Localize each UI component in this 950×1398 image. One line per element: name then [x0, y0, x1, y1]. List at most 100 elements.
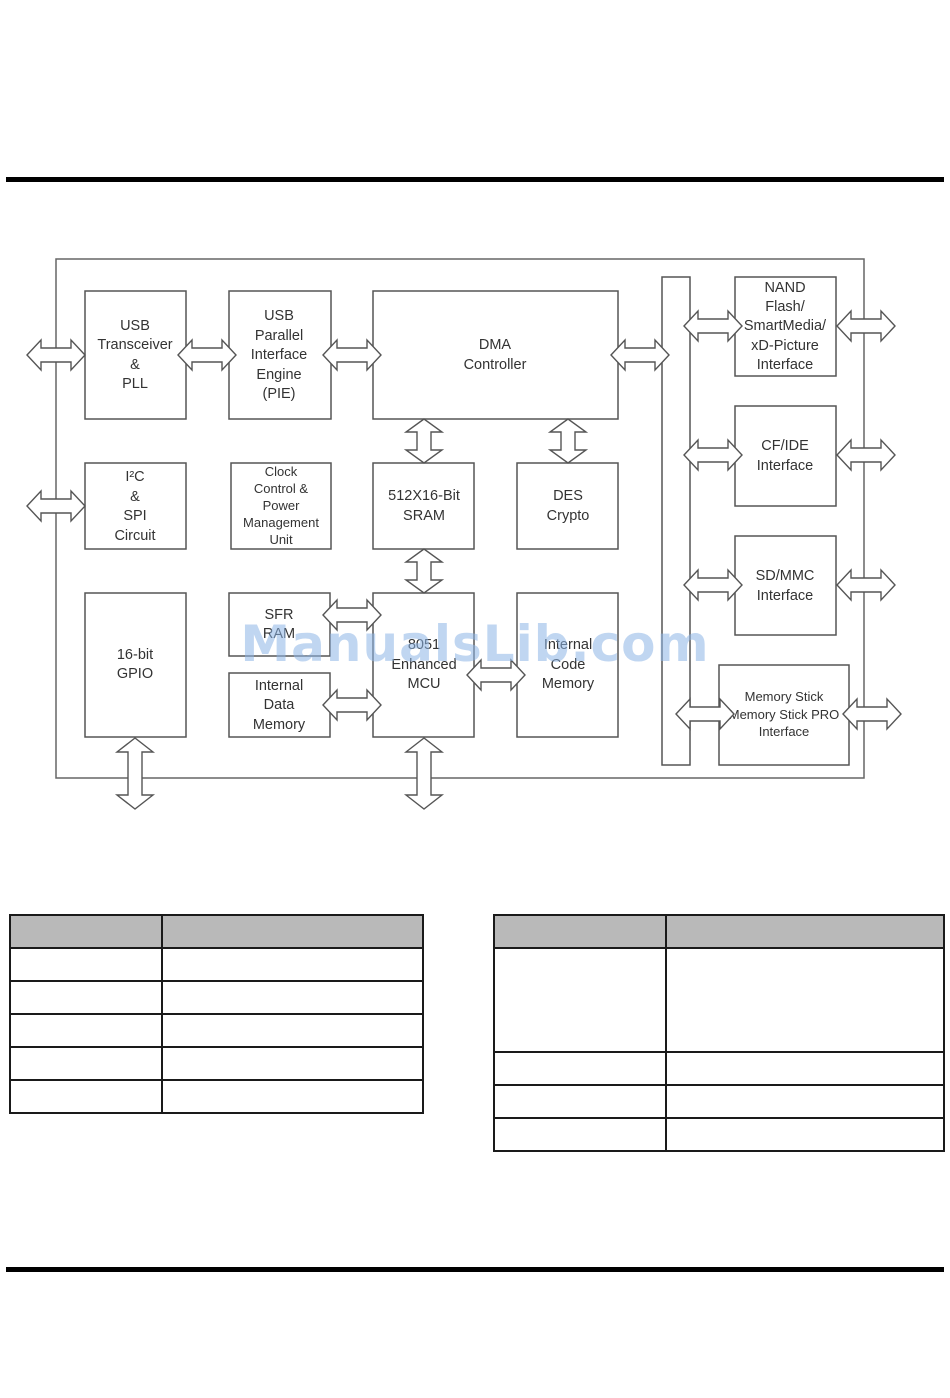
block-text: Engine	[256, 367, 301, 383]
table-row	[9, 980, 424, 1015]
table-row	[9, 947, 424, 982]
block-text: Parallel	[255, 328, 303, 344]
block-text: USB	[120, 318, 150, 334]
usb-pie-block: USB Parallel Interface Engine (PIE)	[228, 290, 332, 420]
arrow-sram-mcu	[405, 548, 443, 594]
des-crypto-block: DES Crypto	[516, 462, 619, 550]
block-text: SFR	[265, 607, 294, 623]
block-text: Interface	[757, 357, 813, 373]
table-row	[493, 1117, 945, 1152]
gpio-block: 16-bit GPIO	[84, 592, 187, 738]
arrow-ms-external	[842, 698, 902, 730]
table-header-row	[9, 914, 424, 949]
block-text: SPI	[123, 508, 146, 524]
block-text: Interface	[757, 588, 813, 604]
table-cell	[9, 1013, 163, 1048]
table-row	[9, 1079, 424, 1114]
block-text: Memory Stick	[745, 689, 824, 704]
table-header-row	[493, 914, 945, 949]
table-header-cell	[665, 914, 945, 949]
table-header-cell	[161, 914, 424, 949]
block-text: &	[130, 357, 140, 373]
arrow-nand-external	[836, 310, 896, 342]
block-text: Internal	[544, 637, 592, 653]
block-text: Interface	[757, 458, 813, 474]
block-text: Clock	[265, 464, 298, 479]
block-text: Unit	[269, 532, 293, 547]
block-text: SD/MMC	[756, 568, 815, 584]
table-cell	[161, 1079, 424, 1114]
sd-mmc-interface-block: SD/MMC Interface	[734, 535, 837, 636]
block-text: Power	[263, 498, 301, 513]
block-diagram: USB Transceiver & PLL USB Parallel Inter…	[26, 258, 902, 810]
i2c-spi-block: I²C & SPI Circuit	[84, 462, 187, 550]
table-cell	[9, 947, 163, 982]
table-cell	[161, 1046, 424, 1081]
usb-transceiver-block: USB Transceiver & PLL	[84, 290, 187, 420]
block-text: (PIE)	[262, 386, 295, 402]
chip-boundary	[55, 258, 865, 779]
block-text: MCU	[407, 676, 440, 692]
block-text: DES	[553, 488, 583, 504]
arrow-bus-cf	[683, 439, 743, 471]
cf-ide-interface-block: CF/IDE Interface	[734, 405, 837, 507]
arrow-bus-nand	[683, 310, 743, 342]
internal-bus	[661, 276, 691, 766]
block-text: PLL	[122, 376, 148, 392]
block-text: Interface	[251, 347, 307, 363]
block-text: GPIO	[117, 666, 153, 682]
table-cell	[665, 1117, 945, 1152]
table-cell	[493, 1084, 667, 1119]
dma-controller-block: DMA Controller	[372, 290, 619, 420]
arrow-sd-external	[836, 569, 896, 601]
table-cell	[9, 1079, 163, 1114]
block-text: CF/IDE	[761, 438, 809, 454]
arrow-mcu-external	[403, 737, 445, 810]
arrow-dma-des	[549, 418, 587, 464]
block-text: Interface	[759, 724, 810, 739]
table-cell	[9, 980, 163, 1015]
block-text: NAND	[764, 280, 805, 296]
block-text: Code	[551, 657, 586, 673]
block-text: USB	[264, 308, 294, 324]
sfr-ram-block: SFR RAM	[228, 592, 331, 657]
table-cell	[665, 1084, 945, 1119]
table-row	[493, 947, 945, 1053]
block-text: Control &	[254, 481, 309, 496]
table-cell	[9, 1046, 163, 1081]
block-text: &	[130, 489, 140, 505]
table-row	[493, 1084, 945, 1119]
block-text: Crypto	[547, 508, 590, 524]
block-text: SRAM	[403, 508, 445, 524]
block-text: Memory Stick PRO	[729, 707, 840, 722]
table-cell	[493, 1051, 667, 1086]
left-table	[9, 914, 424, 1114]
nand-interface-block: NAND Flash/ SmartMedia/ xD-Picture Inter…	[734, 276, 837, 377]
block-text: Data	[264, 697, 296, 713]
table-cell	[665, 1051, 945, 1086]
block-text: Memory	[542, 676, 595, 692]
bottom-rule	[6, 1267, 944, 1272]
block-text: 8051	[408, 637, 440, 653]
arrow-cf-external	[836, 439, 896, 471]
block-text: DMA	[479, 337, 512, 353]
table-row	[9, 1013, 424, 1048]
block-text: Flash/	[765, 299, 805, 315]
watermark: ManualsLib.com	[240, 615, 710, 673]
block-text: Management	[243, 515, 319, 530]
block-text: Circuit	[114, 528, 155, 544]
table-cell	[493, 947, 667, 1053]
top-rule	[6, 177, 944, 182]
block-text: Internal	[255, 678, 303, 694]
block-text: 512X16-Bit	[388, 488, 460, 504]
block-text: xD-Picture	[751, 338, 819, 354]
arrow-gpio-external	[114, 737, 156, 810]
table-cell	[493, 1117, 667, 1152]
block-text: RAM	[263, 626, 295, 642]
table-cell	[161, 1013, 424, 1048]
arrow-dma-bus	[610, 339, 670, 371]
block-text: Enhanced	[391, 657, 456, 673]
table-cell	[161, 980, 424, 1015]
clock-power-block: Clock Control & Power Management Unit	[230, 462, 332, 550]
arrow-bus-sd	[683, 569, 743, 601]
